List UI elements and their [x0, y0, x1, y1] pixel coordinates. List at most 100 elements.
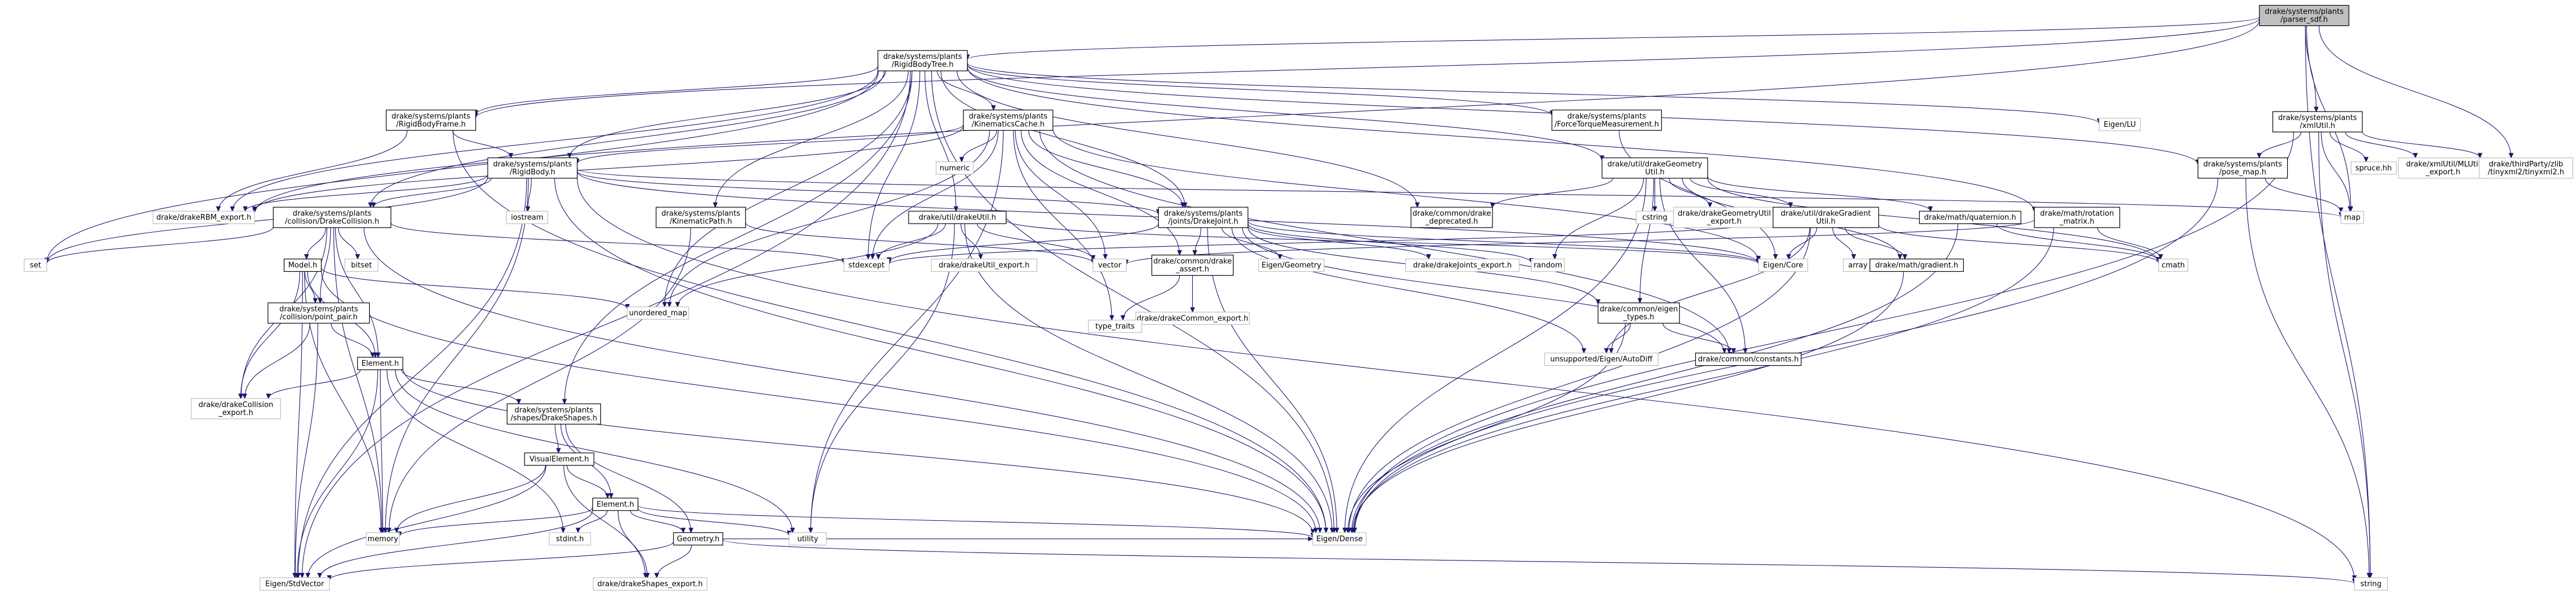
node-quaternion[interactable]: drake/math/quaternion.h: [1919, 211, 2021, 224]
node-box: [1087, 319, 1142, 333]
node-posemap[interactable]: drake/systems/plants/pose_map.h: [2197, 157, 2288, 179]
node-box: [2033, 207, 2121, 228]
node-shapesexport[interactable]: drake/drakeShapes_export.h: [592, 577, 707, 591]
node-label: drake/drakeCollision: [198, 401, 273, 409]
node-gradient[interactable]: drake/math/gradient.h: [1869, 258, 1964, 272]
edge-line: [967, 16, 2260, 60]
edge-line: [1554, 178, 1644, 259]
node-array[interactable]: array: [1843, 258, 1873, 272]
node-kinpath[interactable]: drake/systems/plants/KinematicPath.h: [655, 207, 746, 228]
node-stdvector[interactable]: Eigen/StdVector: [259, 577, 330, 591]
edge-rotmat-to-cmath: [2097, 227, 2164, 260]
node-deprecated[interactable]: drake/common/drake_deprecated.h: [1410, 207, 1493, 228]
edge-rbt-to-deprecated: [957, 71, 1420, 208]
node-rbmexport[interactable]: drake/drakeRBM_export.h: [152, 211, 255, 224]
node-constants[interactable]: drake/common/constants.h: [1695, 352, 1802, 366]
node-vector[interactable]: vector: [1093, 258, 1127, 272]
node-drakeassert[interactable]: drake/common/drake_assert.h: [1151, 254, 1234, 276]
node-utilexport[interactable]: drake/drakeUtil_export.h: [931, 258, 1038, 272]
edge-arrowhead: [662, 302, 667, 308]
node-drakeutil[interactable]: drake/util/drakeUtil.h: [908, 211, 1006, 224]
node-ftm[interactable]: drake/systems/plants/ForceTorqueMeasurem…: [1551, 109, 1662, 131]
node-rotmat[interactable]: drake/math/rotation_matrix.h: [2033, 207, 2121, 228]
node-stdint[interactable]: stdint.h: [549, 532, 591, 546]
node-geometry[interactable]: Geometry.h: [673, 532, 723, 546]
node-geomexport[interactable]: drake/drakeGeometryUtil_export.h: [1673, 207, 1776, 228]
node-kincache[interactable]: drake/systems/plants/KinematicsCache.h: [963, 109, 1054, 131]
node-typetraits[interactable]: type_traits: [1087, 319, 1142, 333]
edge-line: [373, 178, 492, 208]
edge-arrowhead: [1350, 528, 1355, 534]
edge-line: [1039, 130, 1730, 353]
node-shapeselement[interactable]: Element.h: [592, 498, 638, 511]
node-parser-sdf[interactable]: drake/systems/plants/parser_sdf.h: [2259, 5, 2349, 27]
node-box: [549, 532, 591, 546]
edge-line: [1247, 223, 1532, 263]
node-commonexport[interactable]: drake/drakeCommon_export.h: [1135, 311, 1250, 325]
node-rbt[interactable]: drake/systems/plants/RigidBodyTree.h: [877, 50, 968, 71]
edge-arrowhead: [808, 528, 813, 534]
edge-line: [637, 508, 790, 536]
node-utility[interactable]: utility: [788, 532, 827, 546]
edge-line: [370, 71, 885, 208]
node-label: Eigen/Geometry: [1261, 262, 1321, 270]
node-numeric[interactable]: numeric: [936, 161, 974, 175]
edge-line: [924, 71, 957, 212]
node-map[interactable]: map: [2340, 211, 2364, 224]
node-eigengeom[interactable]: Eigen/Geometry: [1258, 258, 1325, 272]
node-bitset[interactable]: bitset: [344, 258, 379, 272]
node-autodiff[interactable]: unsupported/Eigen/AutoDiff: [1544, 352, 1659, 366]
edge-line: [1125, 219, 2035, 265]
node-cmath[interactable]: cmath: [2158, 258, 2189, 272]
node-geomutil[interactable]: drake/util/drakeGeometryUtil.h: [1601, 157, 1708, 179]
edge-line: [2245, 178, 2370, 578]
node-box: [2354, 577, 2388, 591]
node-label: Eigen/LU: [2104, 121, 2136, 129]
node-memory[interactable]: memory: [366, 532, 400, 546]
node-xmlutilexport[interactable]: drake/xmlUtil/MLUtil_export.h: [2398, 157, 2488, 179]
node-visualelement[interactable]: VisualElement.h: [524, 452, 595, 466]
node-pointpair[interactable]: drake/systems/plants/collision/point_pai…: [267, 302, 370, 324]
node-drakeshapes[interactable]: drake/systems/plants/shapes/DrakeShapes.…: [506, 403, 602, 425]
node-cstring[interactable]: cstring: [1636, 211, 1674, 224]
node-urdf[interactable]: drake/systems/plants/xmlUtil.h: [2272, 111, 2363, 132]
node-stdexcept[interactable]: stdexcept: [843, 258, 890, 272]
node-spruce[interactable]: spruce.hh: [2351, 161, 2397, 175]
node-drakecollision[interactable]: drake/systems/plants/collision/DrakeColl…: [272, 207, 391, 228]
node-label: unsupported/Eigen/AutoDiff: [1550, 356, 1653, 364]
node-jointsexport[interactable]: drake/drakeJoints_export.h: [1405, 258, 1520, 272]
edge-gradutil-to-cmath: [1878, 224, 2161, 264]
edge-geomutil-to-deprecated: [1490, 178, 1614, 208]
node-model[interactable]: Model.h: [283, 258, 322, 272]
node-tinyxml[interactable]: drake/thirdParty/zlib/tinyxml2/tinyxml2.…: [2479, 157, 2573, 179]
edge-line: [333, 228, 382, 533]
node-eigenlu[interactable]: Eigen/LU: [2099, 118, 2141, 131]
node-label: Geometry.h: [677, 535, 719, 543]
node-rigidbody[interactable]: drake/systems/plants/RigidBody.h: [487, 157, 578, 179]
node-iostream[interactable]: iostream: [506, 211, 548, 224]
node-element[interactable]: Element.h: [357, 357, 403, 370]
edge-rbt-to-ftm: [967, 64, 1555, 117]
edge-rbt-to-drakeshapes: [562, 71, 912, 405]
node-box: [592, 577, 707, 591]
node-random[interactable]: random: [1531, 258, 1565, 272]
edge-line: [967, 67, 1602, 161]
node-label: drake/common/eigen: [1600, 305, 1678, 314]
node-unorderedmap[interactable]: unordered_map: [627, 306, 689, 320]
node-set[interactable]: set: [24, 258, 48, 272]
node-rbframe[interactable]: drake/systems/plants/RigidBodyFrame.h: [386, 109, 476, 131]
node-eigendense[interactable]: Eigen/Dense: [1312, 532, 1367, 546]
edge-arrowhead: [516, 399, 522, 405]
node-eigencore[interactable]: Eigen/Core: [1758, 258, 1809, 272]
node-label: bitset: [351, 262, 372, 270]
node-label: Eigen/StdVector: [265, 580, 324, 589]
node-collexport[interactable]: drake/drakeCollision_export.h: [190, 398, 282, 420]
node-drakejoint[interactable]: drake/systems/plants/joints/DrakeJoint.h: [1158, 207, 1248, 228]
edge-line: [2344, 132, 2416, 158]
edge-arrowhead: [562, 399, 567, 405]
edge-geomutil-to-constants: [1659, 178, 1748, 354]
node-label: drake/drakeShapes_export.h: [598, 580, 703, 589]
node-string[interactable]: string: [2354, 577, 2388, 591]
node-eigentypes[interactable]: drake/common/eigen_types.h: [1597, 302, 1680, 324]
